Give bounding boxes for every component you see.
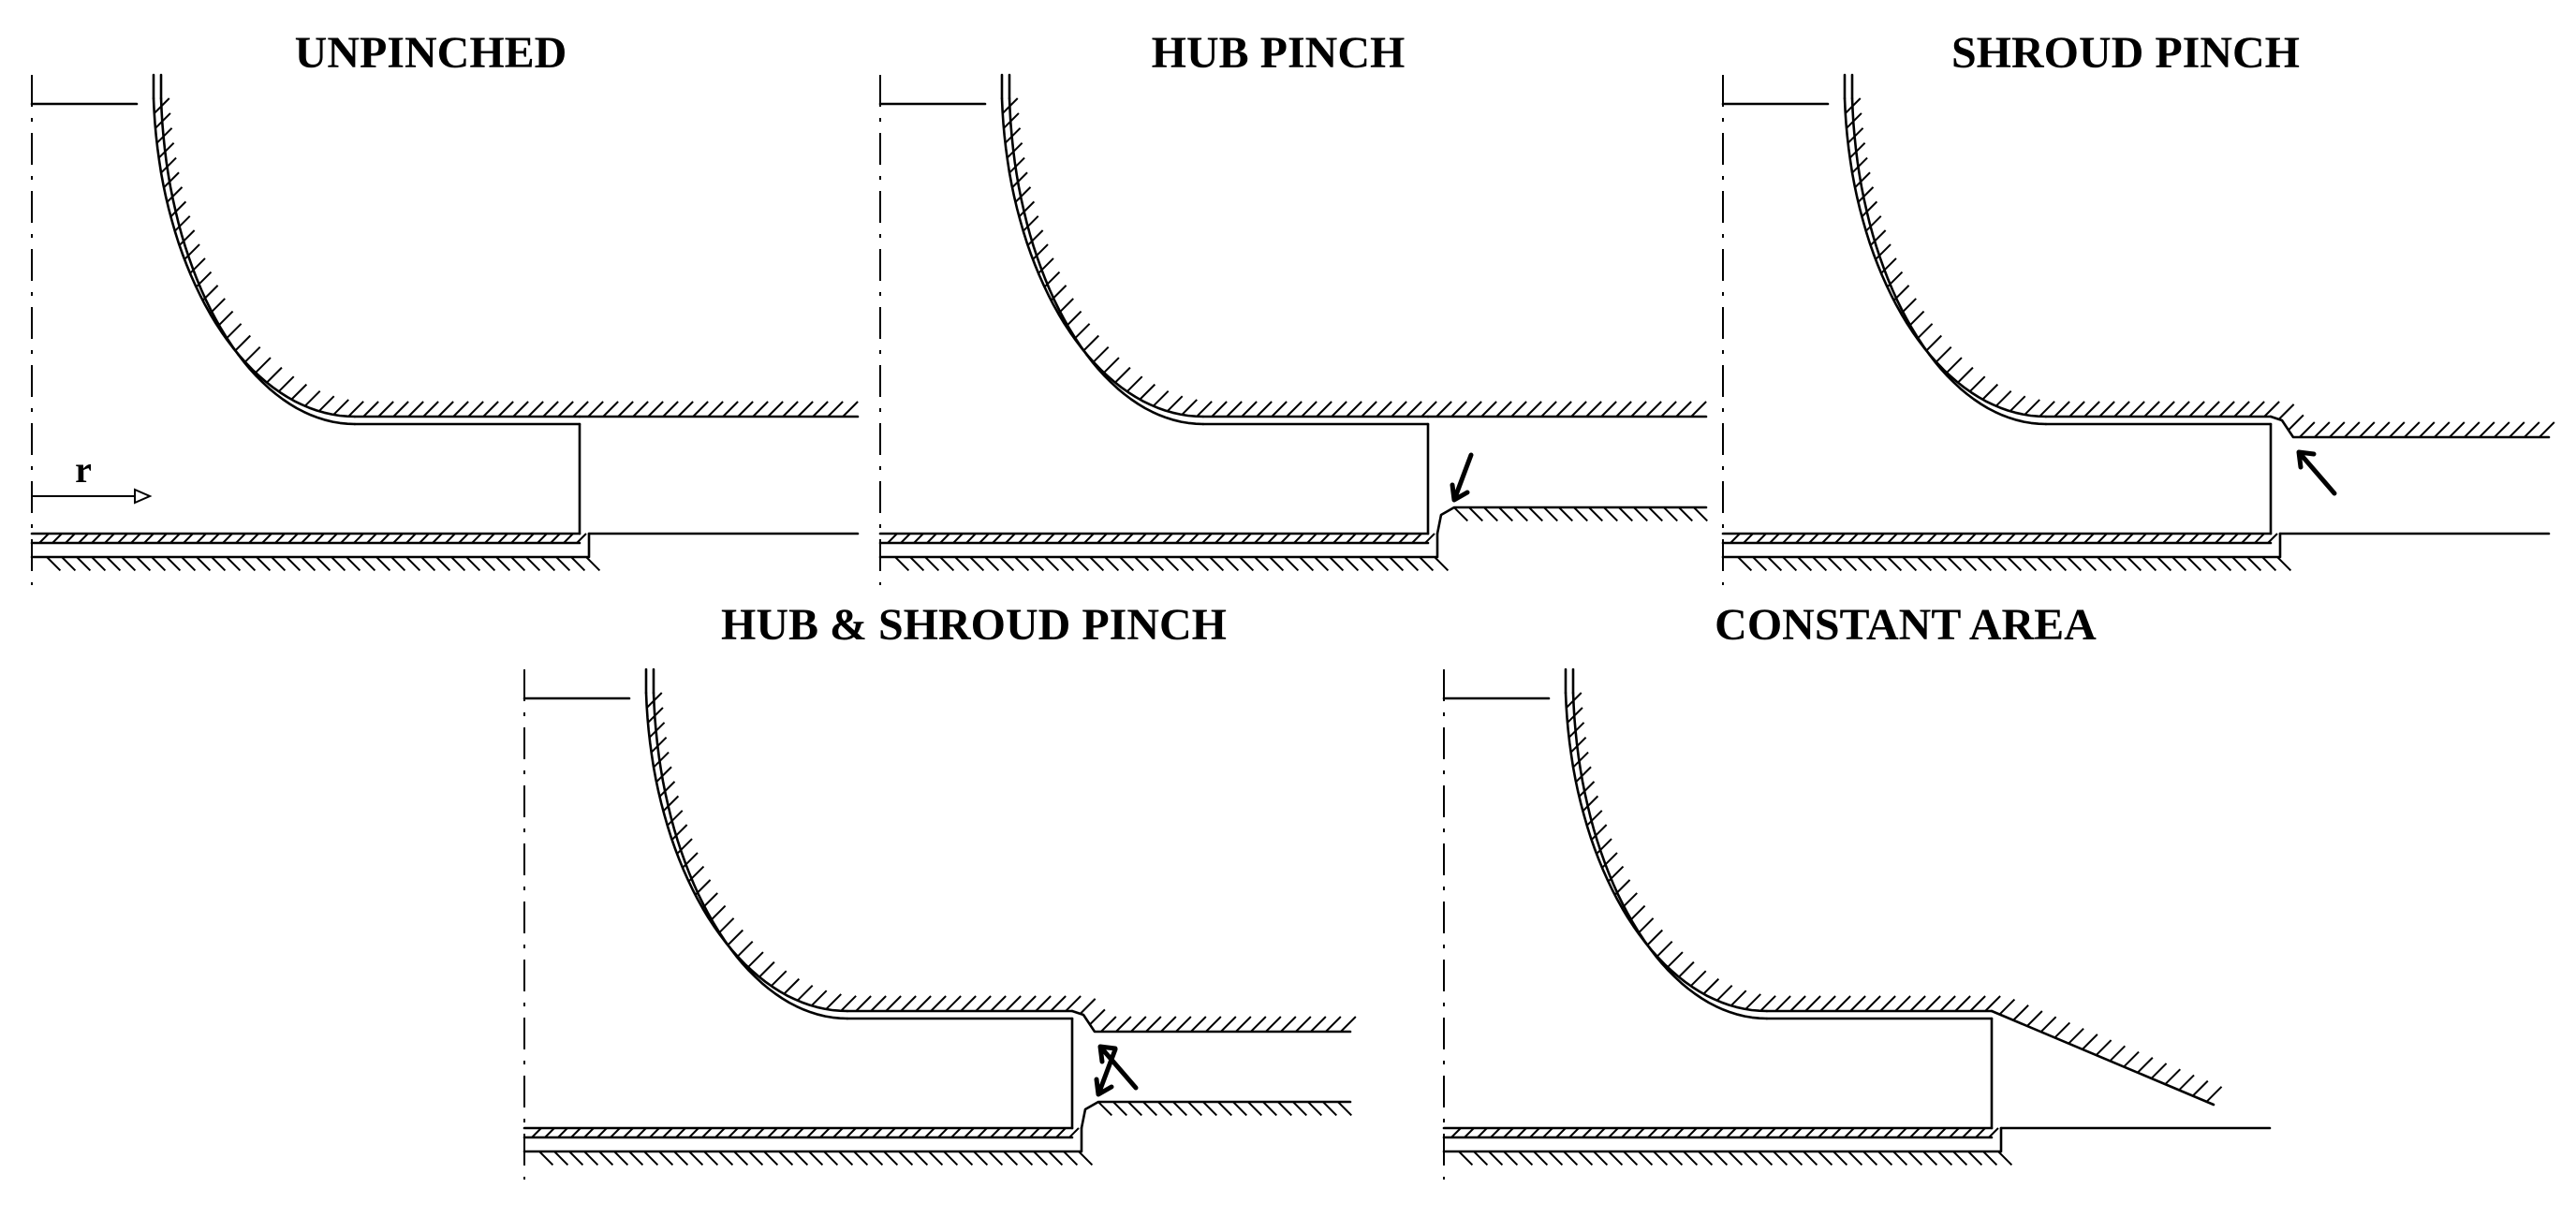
hub-wall <box>30 532 591 559</box>
exit-shroud-wall <box>1070 1009 1352 1034</box>
panel-unpinched: UNPINCHED r <box>30 28 860 585</box>
shroud-wall <box>1000 96 1205 418</box>
panel-shroud-pinch: SHROUD PINCH <box>1721 28 2555 585</box>
hub-wall <box>878 532 1439 559</box>
shroud-pinch-arrow <box>2296 449 2337 496</box>
panel-title: UNPINCHED <box>295 28 567 78</box>
exit-shroud-wall <box>1990 1009 2215 1107</box>
panel-title: CONSTANT AREA <box>1715 600 2097 650</box>
exit-hub-wall <box>1080 1100 1352 1130</box>
shroud-pinch-arrow <box>1097 1044 1139 1091</box>
exit-hub-wall <box>1435 506 1708 535</box>
hub-wall <box>1721 532 2282 559</box>
shroud-wall <box>1564 691 1769 1013</box>
shroud-wall <box>152 96 357 418</box>
hub-wall <box>1442 1126 2003 1153</box>
hub-wall <box>523 1126 1083 1153</box>
shroud-wall <box>1843 96 2048 418</box>
hub-pinch-arrow <box>1094 1047 1118 1097</box>
radial-axis-label: r <box>75 448 92 491</box>
panel-hub-pinch: HUB PINCH <box>878 28 1708 585</box>
panel-hub-shroud-pinch: HUB & SHROUD PINCH <box>523 600 1357 1180</box>
panel-title: HUB & SHROUD PINCH <box>721 600 1227 650</box>
panel-title: SHROUD PINCH <box>1951 28 2300 78</box>
panel-constant-area: CONSTANT AREA <box>1442 600 2272 1180</box>
panel-title: HUB PINCH <box>1152 28 1406 78</box>
exit-shroud-wall <box>2269 415 2551 439</box>
shroud-wall <box>644 691 849 1013</box>
hub-pinch-arrow <box>1450 452 1474 503</box>
